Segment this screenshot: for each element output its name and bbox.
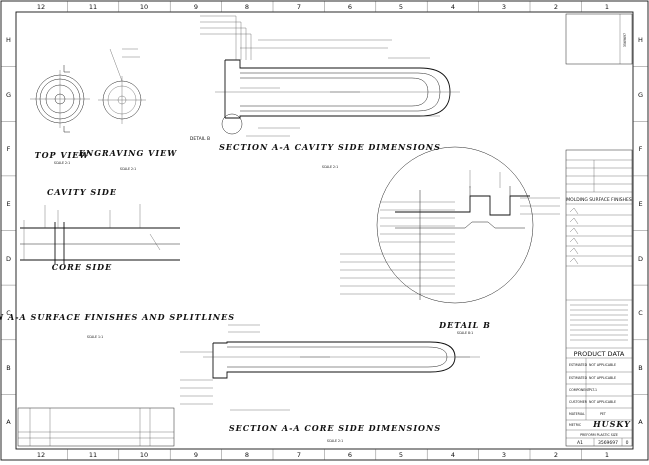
zone-left-c: C <box>6 309 11 317</box>
zone-bottom-12: 12 <box>37 451 45 459</box>
cavity-section-scale: SCALE 2:1 <box>322 165 338 169</box>
zone-bottom-9: 9 <box>194 451 198 459</box>
zone-bottom-10: 10 <box>140 451 148 459</box>
zone-right-a: A <box>638 418 643 426</box>
sheet-inner-border <box>15 11 634 450</box>
zone-right-b: B <box>638 364 642 372</box>
core-section-title: SECTION A-A CORE SIDE DIMENSIONS <box>229 423 441 433</box>
product-row-3-label: COMPONENT <box>569 388 590 392</box>
revision-table <box>17 407 175 447</box>
zone-bottom-3: 3 <box>502 451 506 459</box>
revision-number: 0 <box>626 440 629 446</box>
metric-label: METRIC <box>569 423 582 427</box>
zone-right-h: H <box>638 36 643 44</box>
side-drawing-number: 3569697 <box>623 33 627 47</box>
zone-top-6: 6 <box>348 3 352 11</box>
zone-bottom-7: 7 <box>297 451 301 459</box>
zone-left-a: A <box>6 418 11 426</box>
top-view-drawing <box>30 65 90 133</box>
zone-bottom-2: 2 <box>554 451 558 459</box>
zone-bottom-6: 6 <box>348 451 352 459</box>
zone-top-12: 12 <box>37 3 45 11</box>
zone-top-11: 11 <box>89 3 97 11</box>
zone-left-f: F <box>7 145 11 153</box>
engraving-view-scale: SCALE 2:1 <box>120 167 136 171</box>
product-row-4-label: CUSTOMER <box>569 400 588 404</box>
drawing-number: 3569697 <box>598 440 618 446</box>
product-row-1-label: ESTIMATED <box>569 363 588 367</box>
detail-callout-label: DETAIL B <box>190 136 210 142</box>
zone-top-2: 2 <box>554 3 558 11</box>
zone-top-3: 3 <box>502 3 506 11</box>
zone-left-g: G <box>6 91 11 99</box>
product-row-4-value: NOT APPLICABLE <box>589 400 616 404</box>
zone-top-7: 7 <box>297 3 301 11</box>
cavity-side-drawing <box>20 204 180 264</box>
finishes-section-scale: SCALE 1:1 <box>87 335 103 339</box>
engraving-view-drawing <box>98 48 146 124</box>
detail-b-drawing <box>340 146 560 304</box>
product-row-2-label: ESTIMATED <box>569 376 588 380</box>
finishes-section-title: SECTION A-A SURFACE FINISHES AND SPLITLI… <box>0 312 235 322</box>
cavity-section-drawing <box>200 15 460 137</box>
zone-left-e: E <box>6 200 10 208</box>
material-label: MATERIAL <box>569 412 585 416</box>
company-logo-text: HUSKY <box>592 419 631 429</box>
engraving-view-title: ENGRAVING VIEW <box>78 148 177 158</box>
zone-top-10: 10 <box>140 3 148 11</box>
zone-bottom-8: 8 <box>245 451 249 459</box>
zone-top-1: 1 <box>605 3 609 11</box>
zone-bottom-1: 1 <box>605 451 609 459</box>
drawing-title: PREFORM PLASTIC SIZE <box>580 433 618 437</box>
product-row-3-value: PLT-1 <box>589 388 597 392</box>
core-section-scale: SCALE 2:1 <box>327 439 343 443</box>
zone-right-f: F <box>639 145 643 153</box>
zone-left-d: D <box>6 255 11 263</box>
molding-finishes-header: MOLDING SURFACE FINISHES <box>566 197 632 203</box>
core-side-title: CORE SIDE <box>52 262 112 272</box>
core-section-drawing <box>180 324 480 411</box>
zone-right-c: C <box>638 309 643 317</box>
title-block-grid <box>565 13 633 447</box>
zone-top-5: 5 <box>399 3 403 11</box>
zone-right-g: G <box>638 91 643 99</box>
detail-b-scale: SCALE 8:1 <box>457 331 473 335</box>
zone-top-8: 8 <box>245 3 249 11</box>
product-data-header: PRODUCT DATA <box>574 350 625 358</box>
product-row-2-value: NOT APPLICABLE <box>589 376 616 380</box>
zone-top-9: 9 <box>194 3 198 11</box>
zone-bottom-4: 4 <box>451 451 455 459</box>
top-view-scale: SCALE 2:1 <box>54 161 70 165</box>
detail-b-title: DETAIL B <box>438 320 491 330</box>
zone-bottom-5: 5 <box>399 451 403 459</box>
cavity-section-title: SECTION A-A CAVITY SIDE DIMENSIONS <box>219 142 441 152</box>
zone-left-b: B <box>6 364 10 372</box>
zone-top-4: 4 <box>451 3 455 11</box>
zone-bottom-11: 11 <box>89 451 97 459</box>
zone-right-e: E <box>638 200 642 208</box>
zone-left-h: H <box>6 36 11 44</box>
zone-right-d: D <box>638 255 643 263</box>
top-view-title: TOP VIEW <box>35 150 90 160</box>
material-value: PET <box>600 412 606 416</box>
product-row-1-value: NOT APPLICABLE <box>589 363 616 367</box>
sheet-size: A1 <box>577 440 583 446</box>
cavity-side-title: CAVITY SIDE <box>47 187 117 197</box>
